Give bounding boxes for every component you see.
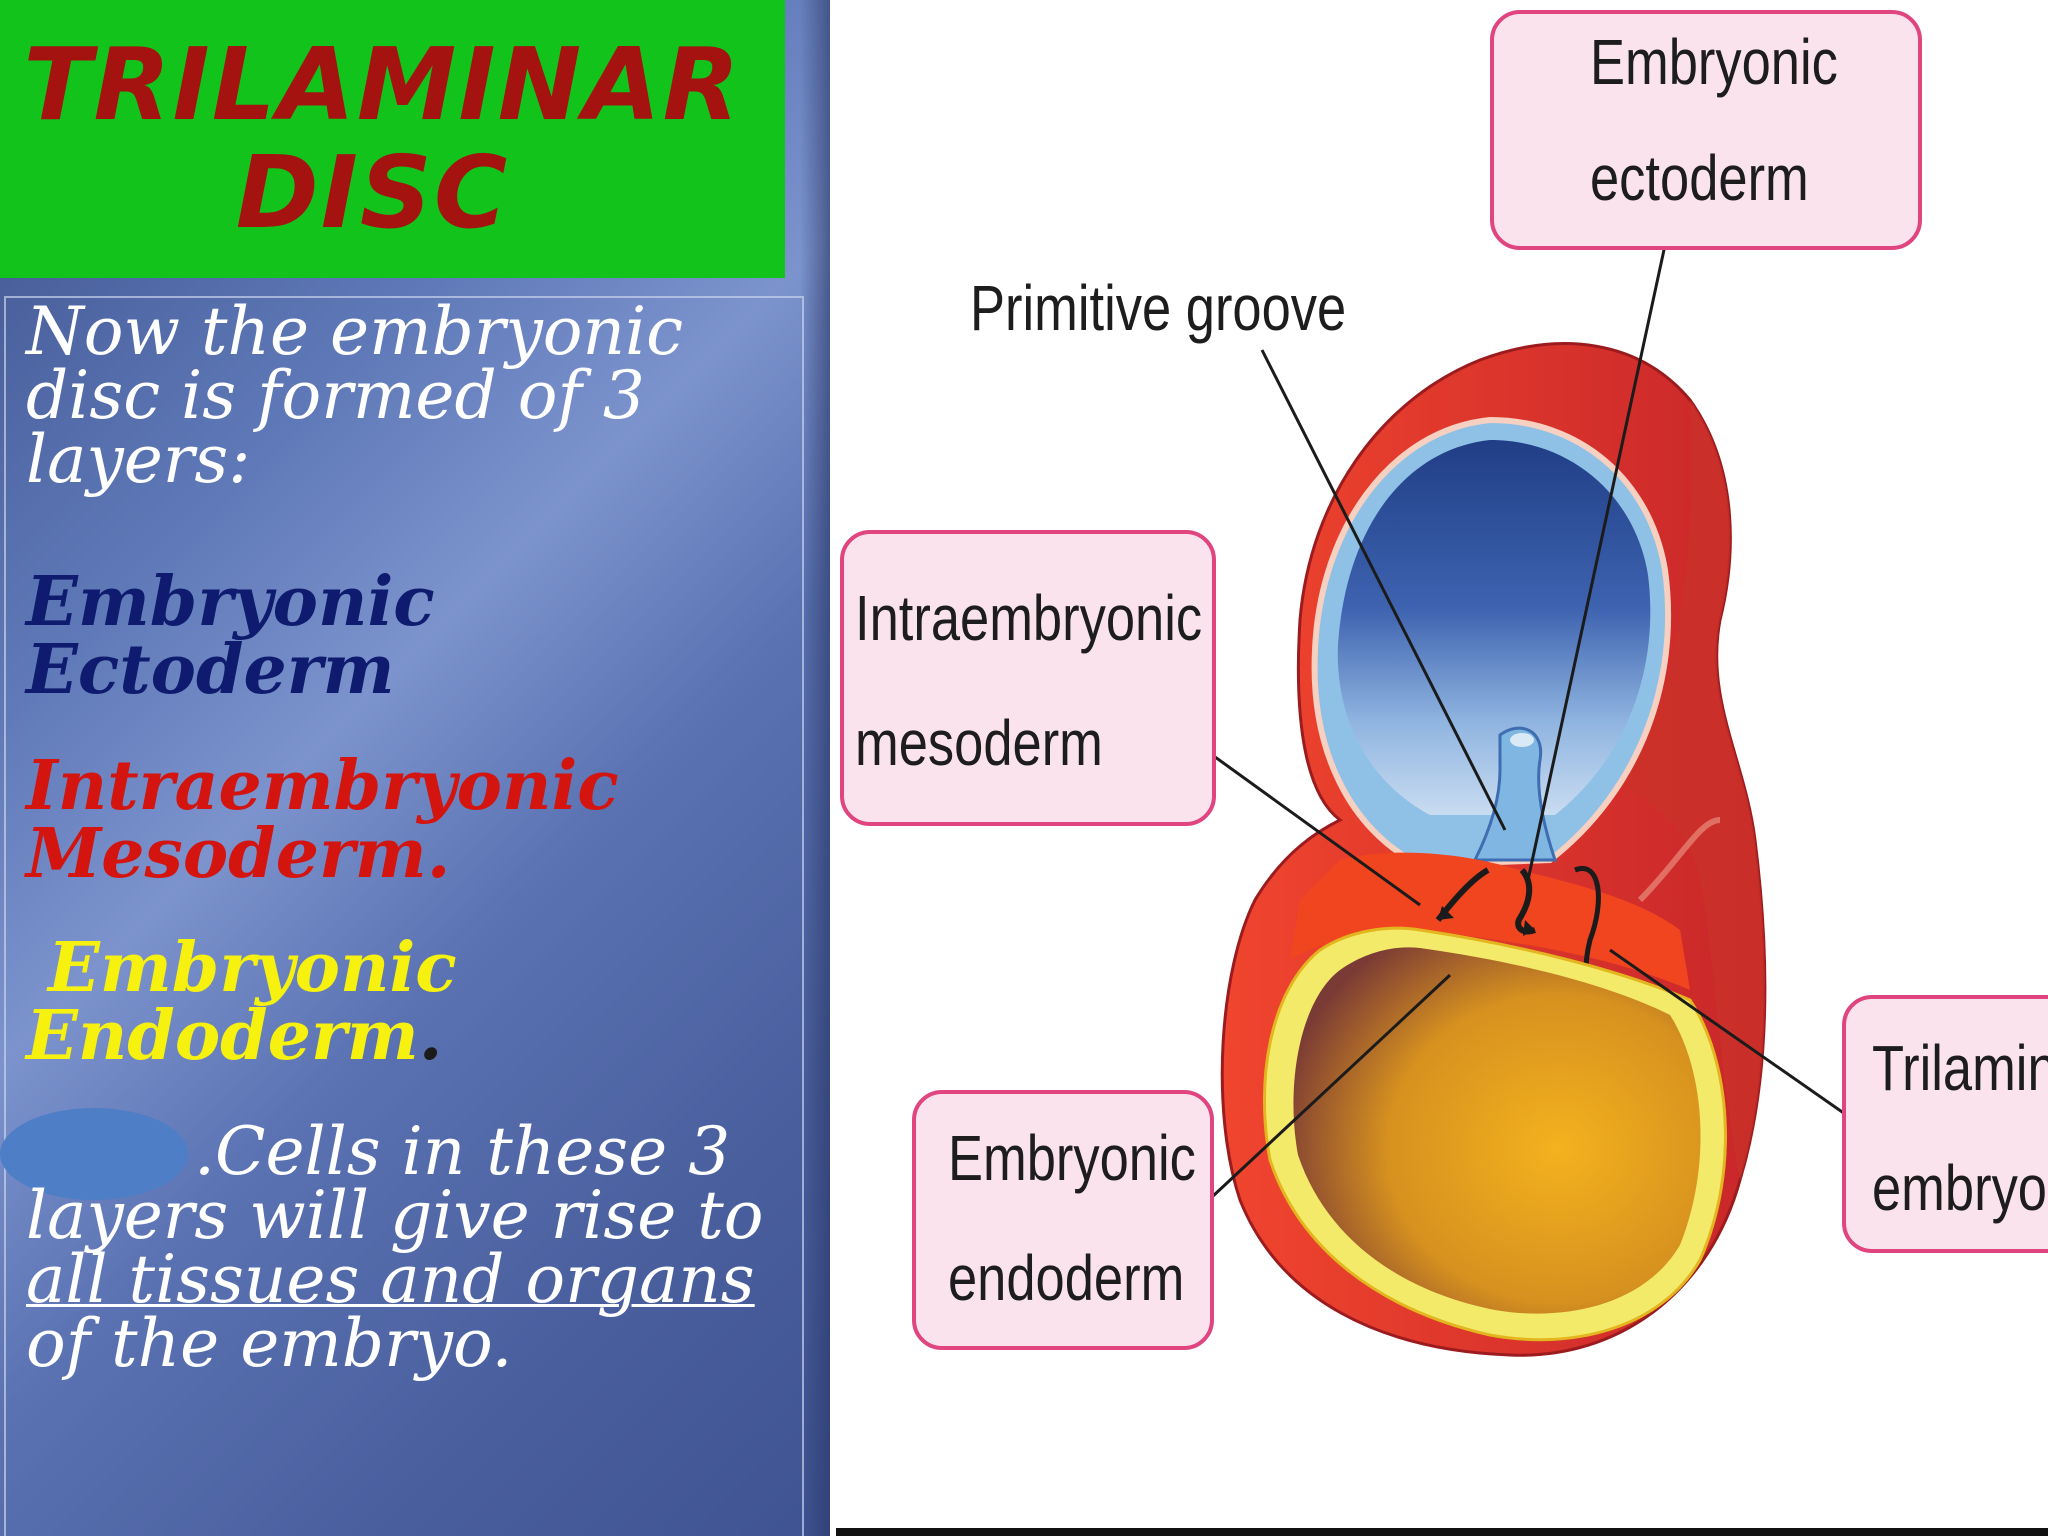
yolk-sac-inner — [1293, 947, 1701, 1314]
trilaminar-disc-diagram — [1149, 221, 1869, 1357]
label-box-endoderm — [912, 1090, 1214, 1350]
summary-text: .Cells in these 3 layers will give rise … — [26, 1119, 806, 1377]
label-box-ectoderm — [1490, 10, 1922, 250]
label-primitive-groove: Primitive groove — [970, 272, 1347, 344]
layer-ectoderm-text: Embryonic Ectoderm — [26, 562, 435, 710]
leader-lines — [1149, 221, 1869, 1212]
layer-endoderm-period: . — [418, 996, 443, 1076]
mesoderm-band — [1290, 852, 1690, 990]
summary-prefix: .Cells in these 3 layers will give rise … — [26, 1113, 764, 1254]
title-banner: TRILAMINAR DISC — [0, 0, 785, 278]
layer-endoderm: Embryonic Endoderm. — [26, 934, 486, 1070]
summary-underlined: all tissues and organs — [26, 1241, 755, 1318]
label-box-trilaminar — [1842, 995, 2048, 1253]
layer-mesoderm: Intraembryonic Mesoderm. — [26, 752, 666, 888]
bottom-edge-bar — [836, 1528, 2048, 1536]
intro-text: Now the embryonic disc is formed of 3 la… — [26, 293, 684, 498]
bullet-shape — [0, 1108, 188, 1200]
label-ectoderm-line-2: ectoderm — [1590, 142, 1809, 214]
label-mesoderm-line-2: mesoderm — [855, 707, 1103, 779]
slide-title-line-2: DISC — [235, 134, 510, 251]
layer-endoderm-text: Embryonic Endoderm — [26, 928, 457, 1076]
amniotic-cavity-inner — [1337, 440, 1651, 815]
side-wall — [1620, 400, 1765, 1180]
label-trilaminar-line-2: embryo — [1872, 1152, 2047, 1224]
label-box-mesoderm — [840, 530, 1216, 826]
layer-ectoderm: Embryonic Ectoderm — [26, 568, 486, 704]
layer-mesoderm-text: Intraembryonic Mesoderm. — [26, 746, 619, 894]
label-trilaminar-line-1: Trilamin — [1872, 1032, 2048, 1104]
side-highlight — [1637, 817, 1721, 903]
text-box-frame — [4, 296, 804, 1536]
label-endoderm-line-1: Embryonic — [948, 1122, 1196, 1194]
summary-suffix: of the embryo. — [26, 1305, 513, 1382]
label-endoderm-line-2: endoderm — [948, 1242, 1185, 1314]
label-ectoderm-line-1: Embryonic — [1590, 26, 1838, 98]
slide-title-line-1: TRILAMINAR — [23, 26, 742, 143]
label-mesoderm-line-1: Intraembryonic — [855, 582, 1203, 654]
